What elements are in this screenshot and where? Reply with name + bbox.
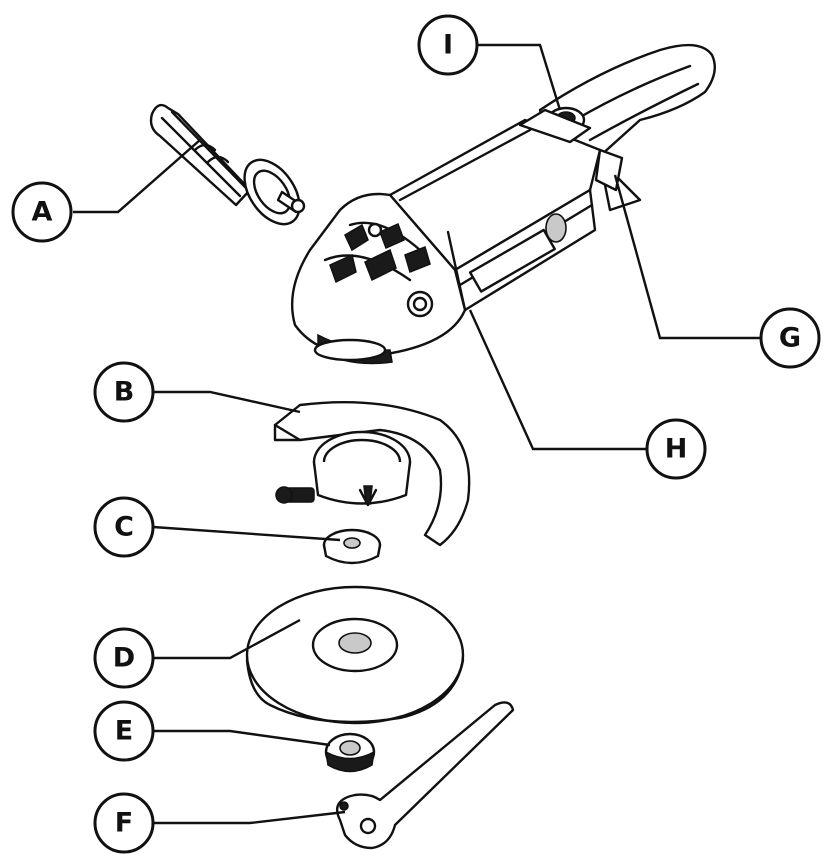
part-c-flange-nut [322, 528, 382, 565]
callout-h: H [645, 418, 707, 480]
leader-d [153, 618, 301, 660]
part-d-grinding-disc [245, 585, 465, 725]
part-a-side-handle [149, 103, 306, 226]
leader-c [152, 525, 341, 542]
leader-b [153, 390, 301, 414]
callout-d: D [93, 627, 155, 689]
callout-c: C [93, 496, 155, 558]
leader-f [153, 810, 346, 825]
callout-g-label: G [779, 323, 801, 354]
grinder-body [290, 43, 716, 365]
leader-h [468, 309, 647, 451]
callout-f-label: F [115, 808, 133, 839]
callout-e: E [93, 700, 155, 762]
leader-a [73, 139, 201, 214]
callout-e-label: E [115, 716, 133, 747]
part-e-inner-flange [324, 732, 376, 773]
callout-i-label: I [443, 30, 453, 61]
callout-b: B [93, 361, 155, 423]
leader-g [613, 174, 761, 340]
callout-h-label: H [665, 434, 688, 465]
callout-d-label: D [113, 643, 135, 674]
callout-b-label: B [114, 377, 135, 408]
part-f-spanner-wrench [335, 701, 515, 850]
leader-e [153, 729, 331, 747]
callout-g: G [759, 307, 821, 369]
callout-a: A [11, 181, 73, 243]
leader-i [477, 43, 562, 111]
callout-f: F [93, 792, 155, 854]
callout-i: I [417, 14, 479, 76]
callout-c-label: C [114, 512, 134, 543]
part-b-wheel-guard [273, 400, 471, 547]
leader-lines [73, 43, 761, 825]
callout-a-label: A [32, 197, 53, 228]
